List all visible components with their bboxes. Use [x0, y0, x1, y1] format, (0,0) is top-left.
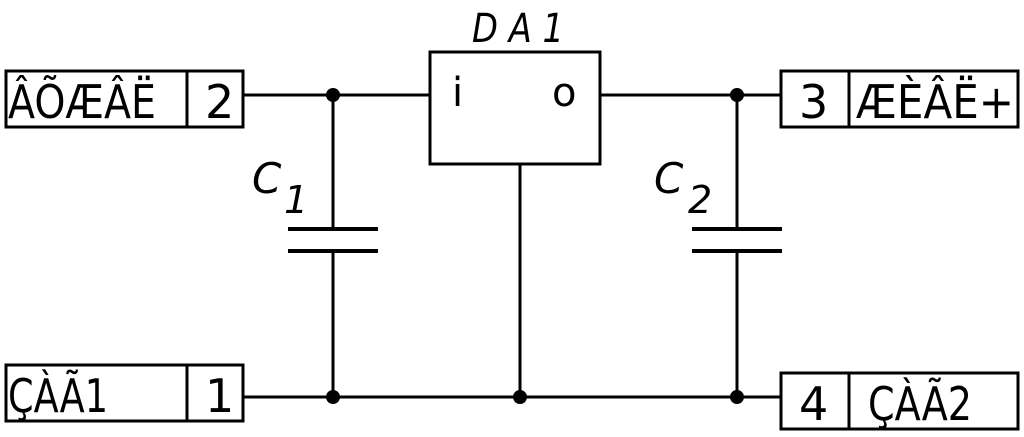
terminal-input-name: ÂÕÆÂË [8, 75, 156, 129]
terminal-common-right: 4 ÇÀÃ2 [779, 371, 1020, 431]
terminal-common-left-pin: 1 [205, 369, 234, 423]
chip-da1-body [428, 50, 602, 166]
capacitor-c2-index: 2 [688, 178, 712, 222]
terminal-common-left-frame [4, 363, 245, 423]
chip-da1-out-pin: o [552, 70, 576, 116]
junction-dot [326, 390, 340, 404]
junction-dot [730, 390, 744, 404]
junction-dot [326, 88, 340, 102]
terminal-common-left-name: ÇÀÃ1 [8, 369, 108, 423]
terminal-common-right-name: ÇÀÃ2 [868, 377, 972, 431]
chip-da1: D A 1 i o [428, 6, 602, 166]
terminal-common-left: ÇÀÃ1 1 [4, 363, 245, 423]
terminal-output-name: ÆÈÂË+ [856, 75, 1014, 129]
terminal-input: ÂÕÆÂË 2 [4, 69, 245, 129]
capacitor-c1: C 1 [252, 154, 378, 253]
chip-da1-ref: D A 1 [472, 6, 564, 52]
capacitor-c2: C 2 [654, 154, 782, 253]
terminal-output: 3 ÆÈÂË+ [779, 69, 1020, 129]
junctions [326, 88, 744, 404]
terminal-input-frame [4, 69, 245, 129]
terminal-common-right-pin: 4 [799, 377, 828, 431]
junction-dot [513, 390, 527, 404]
capacitor-c1-index: 1 [284, 178, 308, 222]
terminal-output-pin: 3 [799, 75, 828, 129]
terminal-output-frame [779, 69, 1020, 129]
capacitor-c1-letter: C [252, 154, 282, 203]
terminal-common-right-frame [779, 371, 1020, 431]
terminal-input-pin: 2 [205, 75, 234, 129]
chip-da1-in-pin: i [452, 70, 463, 116]
junction-dot [730, 88, 744, 102]
capacitor-c2-letter: C [654, 154, 684, 203]
